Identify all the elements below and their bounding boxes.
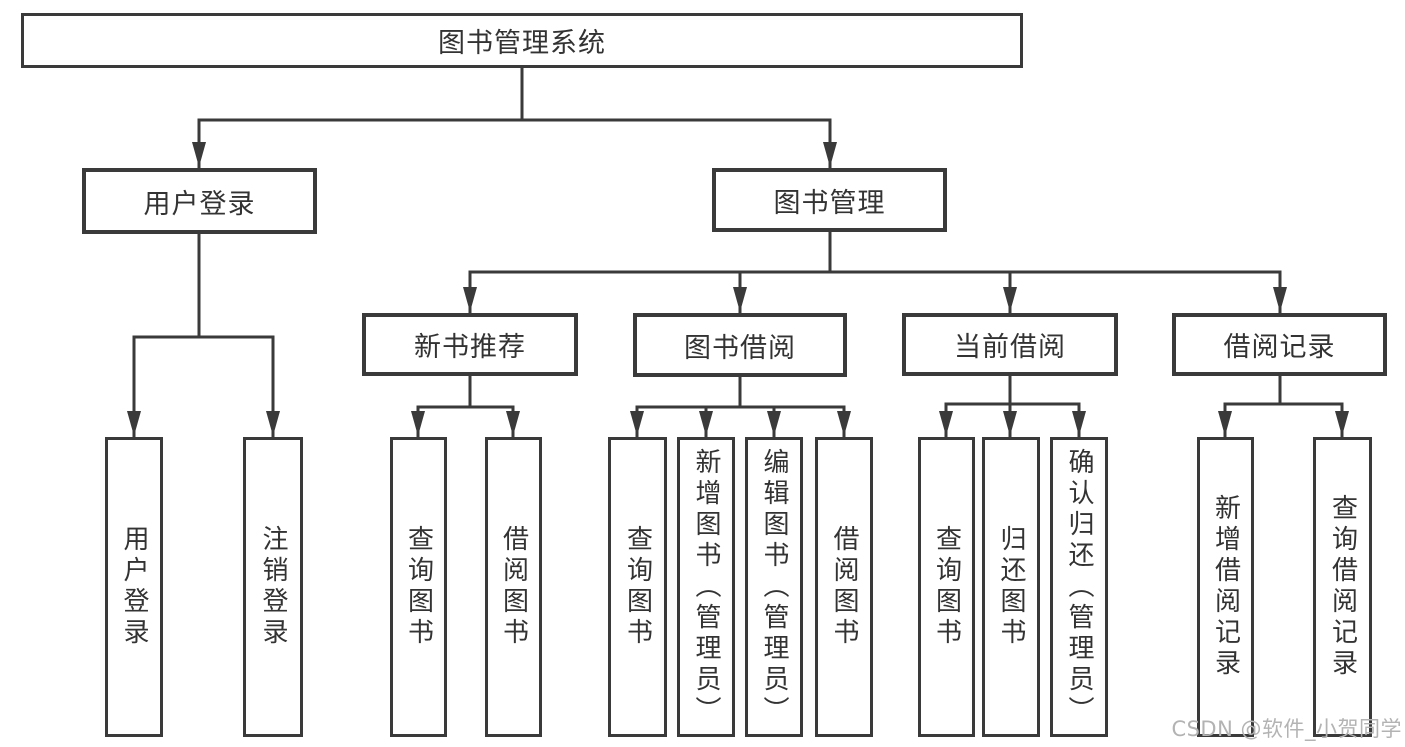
node-label: 确认归还（管理员） bbox=[1064, 447, 1094, 727]
node-label: 图书管理系统 bbox=[438, 28, 606, 59]
node-label: 新增图书（管理员） bbox=[691, 447, 721, 727]
node-label: 归还图书 bbox=[996, 525, 1026, 649]
connector-borrowing-records-to-leaves bbox=[1218, 371, 1349, 438]
node-leaf-bb-add-books-admin: 新增图书（管理员） bbox=[677, 437, 735, 737]
node-label: 当前借阅 bbox=[954, 332, 1066, 363]
node-leaf-bb-edit-books-admin: 编辑图书（管理员） bbox=[745, 437, 803, 737]
node-label: 新增借阅记录 bbox=[1210, 494, 1241, 680]
connector-new-book-to-leaves bbox=[411, 371, 520, 438]
node-label: 编辑图书（管理员） bbox=[759, 447, 789, 727]
node-label: 查询借阅记录 bbox=[1327, 494, 1358, 680]
node-label: 新书推荐 bbox=[414, 332, 526, 363]
node-label: 注销登录 bbox=[258, 525, 288, 649]
node-leaf-user-login: 用户登录 bbox=[105, 437, 163, 737]
node-label: 图书管理 bbox=[773, 187, 886, 219]
connector-user-login-to-leaves bbox=[127, 228, 280, 438]
connector-current-borrowing-to-leaves bbox=[939, 371, 1086, 438]
node-borrowing-records: 借阅记录 bbox=[1172, 313, 1387, 376]
node-label: 图书借阅 bbox=[684, 332, 796, 364]
node-label: 用户登录 bbox=[119, 525, 149, 649]
node-leaf-bb-query-books: 查询图书 bbox=[608, 437, 667, 737]
node-label: 用户登录 bbox=[143, 188, 256, 220]
node-current-borrowing: 当前借阅 bbox=[902, 313, 1118, 376]
node-label: 查询图书 bbox=[403, 525, 434, 649]
node-leaf-nbr-borrow-books: 借阅图书 bbox=[485, 437, 542, 737]
node-new-book-recommend: 新书推荐 bbox=[362, 313, 578, 376]
node-library-system: 图书管理系统 bbox=[21, 13, 1023, 68]
node-label: 查询图书 bbox=[931, 525, 962, 649]
node-label: 借阅记录 bbox=[1223, 332, 1336, 363]
node-book-management: 图书管理 bbox=[712, 168, 947, 232]
node-leaf-br-query-record: 查询借阅记录 bbox=[1313, 437, 1372, 737]
node-leaf-bb-borrow-books: 借阅图书 bbox=[815, 437, 873, 737]
node-leaf-br-add-record: 新增借阅记录 bbox=[1197, 437, 1254, 737]
connector-book-management-to-level3 bbox=[463, 228, 1287, 314]
node-leaf-cb-return-books: 归还图书 bbox=[982, 437, 1040, 737]
node-leaf-nbr-query-books: 查询图书 bbox=[390, 437, 447, 737]
node-leaf-cb-confirm-return: 确认归还（管理员） bbox=[1050, 437, 1108, 737]
node-user-login: 用户登录 bbox=[82, 168, 317, 234]
node-leaf-logout: 注销登录 bbox=[243, 437, 303, 737]
node-label: 查询图书 bbox=[622, 525, 653, 649]
node-label: 借阅图书 bbox=[498, 525, 529, 649]
node-leaf-cb-query-books: 查询图书 bbox=[918, 437, 975, 737]
node-book-borrowing: 图书借阅 bbox=[633, 313, 847, 377]
watermark: CSDN @软件_小贺同学 bbox=[1171, 717, 1402, 741]
connector-root-to-level2 bbox=[192, 64, 837, 169]
node-label: 借阅图书 bbox=[829, 525, 859, 649]
connector-book-borrowing-to-leaves bbox=[630, 372, 851, 438]
